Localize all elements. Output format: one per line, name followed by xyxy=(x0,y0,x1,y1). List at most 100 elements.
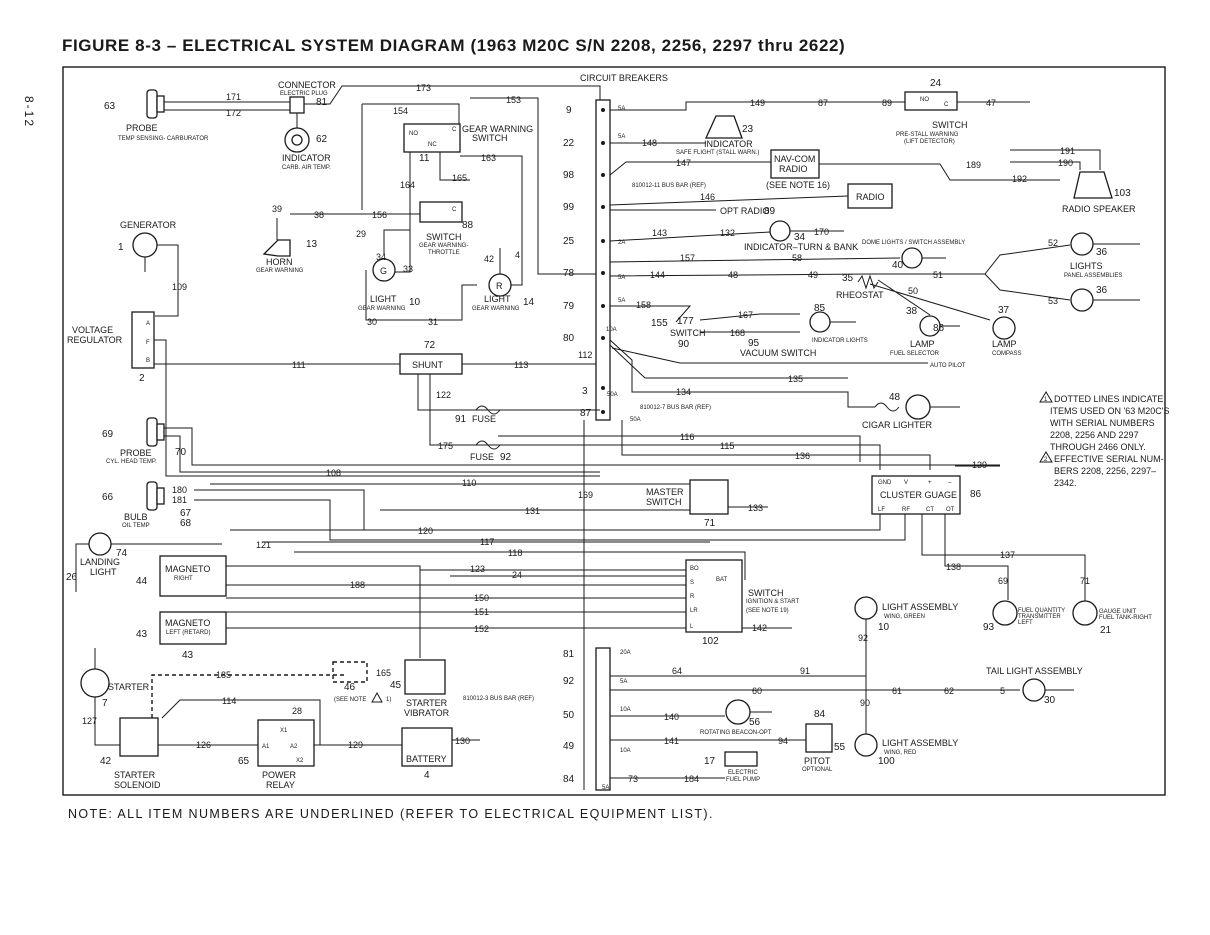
breaker-99[interactable]: 99 xyxy=(563,202,605,213)
vacuum-switch[interactable]: 95 VACUUM SWITCH xyxy=(740,338,816,358)
wire-115: 115 xyxy=(720,441,734,451)
wire-189: 189 xyxy=(966,160,981,170)
svg-text:ROTATING BEACON-OPT: ROTATING BEACON-OPT xyxy=(700,730,772,736)
wire-185: 185 xyxy=(216,670,231,680)
svg-text:SWITCH: SWITCH xyxy=(426,232,462,242)
wire-140: 140 xyxy=(664,712,679,722)
svg-text:177: 177 xyxy=(677,316,694,327)
gear-warning-switch[interactable]: NO NC C 11 GEAR WARNING SWITCH xyxy=(403,123,533,164)
svg-text:1): 1) xyxy=(386,697,391,703)
svg-text:+: + xyxy=(928,480,932,486)
svg-text:LIGHT: LIGHT xyxy=(484,294,511,304)
wire-58: 58 xyxy=(792,253,802,263)
svg-text:BO: BO xyxy=(690,566,699,572)
svg-text:50: 50 xyxy=(563,710,575,721)
svg-text:88: 88 xyxy=(462,220,474,231)
svg-text:DOTTED LINES INDICATE: DOTTED LINES INDICATE xyxy=(1054,394,1163,404)
breaker-50[interactable]: 50 10A xyxy=(563,707,631,721)
svg-text:21: 21 xyxy=(1100,625,1112,636)
bulb-oil-temp: 66 BULB OIL TEMP 67 68 xyxy=(102,481,192,529)
nav-com-radio[interactable]: NAV-COM RADIO (SEE NOTE 16) xyxy=(766,149,830,190)
svg-text:A2: A2 xyxy=(290,744,298,750)
radio-speaker: 103 RADIO SPEAKER xyxy=(1062,171,1136,214)
wire-132: 132 xyxy=(720,228,735,238)
svg-text:TEMP SENSING- CARBURATOR: TEMP SENSING- CARBURATOR xyxy=(118,136,209,142)
svg-text:F: F xyxy=(146,340,150,346)
svg-text:10A: 10A xyxy=(606,327,617,333)
svg-text:FUEL SELECTOR: FUEL SELECTOR xyxy=(890,351,940,357)
svg-text:CLUSTER GUAGE: CLUSTER GUAGE xyxy=(880,490,957,500)
wire-64: 64 xyxy=(672,666,682,676)
cigar-lighter[interactable]: 48 CIGAR LIGHTER xyxy=(862,392,960,430)
svg-text:55: 55 xyxy=(834,742,846,753)
prestall-switch[interactable]: 24 NO C SWITCH PRE-STALL WARNING (LIFT D… xyxy=(896,78,968,145)
ignition-switch[interactable]: BO S R LR L BAT SWITCH IGNITION & START … xyxy=(685,559,799,647)
svg-text:R: R xyxy=(690,594,695,600)
svg-text:72: 72 xyxy=(424,340,436,351)
switch-throttle[interactable]: C 88 SWITCH GEAR WARNING- THROTTLE xyxy=(419,201,474,256)
svg-text:48: 48 xyxy=(889,392,901,403)
wire-158: 158 xyxy=(636,300,651,310)
wire-167: 167 xyxy=(738,310,753,320)
switch-90[interactable]: 155 177 SWITCH 90 xyxy=(651,316,706,350)
wire-52: 52 xyxy=(1048,238,1058,248)
svg-text:SHUNT: SHUNT xyxy=(412,360,444,370)
svg-text:69: 69 xyxy=(102,429,114,440)
svg-text:B: B xyxy=(146,358,150,364)
wire-91: 91 xyxy=(800,666,810,676)
dome-lights[interactable]: 40 xyxy=(892,247,946,271)
svg-text:NAV-COM: NAV-COM xyxy=(774,154,815,164)
svg-text:5A: 5A xyxy=(618,275,625,281)
wire-127: 127 xyxy=(82,716,97,726)
svg-text:NO: NO xyxy=(920,97,929,103)
breaker-98[interactable]: 98 xyxy=(563,170,605,181)
landing-light[interactable]: 74 LANDING LIGHT 26 xyxy=(66,532,128,583)
svg-text:GEAR WARNING: GEAR WARNING xyxy=(472,306,520,312)
svg-text:23: 23 xyxy=(742,124,754,135)
lamp-fuel-selector: 38 86 LAMP FUEL SELECTOR xyxy=(890,306,960,357)
rheostat[interactable]: 35 RHEOSTAT xyxy=(836,273,884,300)
note-dotted-lines: 1 DOTTED LINES INDICATE ITEMS USED ON '6… xyxy=(1039,391,1169,452)
svg-text:93: 93 xyxy=(983,622,995,633)
gear-light-red: R LIGHT GEAR WARNING 14 xyxy=(472,273,535,312)
svg-text:92: 92 xyxy=(563,676,575,687)
svg-text:79: 79 xyxy=(563,301,575,312)
svg-text:49: 49 xyxy=(563,741,575,752)
magneto-right: MAGNETO RIGHT 44 xyxy=(136,555,227,597)
svg-text:9: 9 xyxy=(566,105,572,116)
wire-89: 89 xyxy=(882,98,892,108)
svg-text:LANDING: LANDING xyxy=(80,557,120,567)
svg-text:RADIO SPEAKER: RADIO SPEAKER xyxy=(1062,204,1136,214)
wire-133: 133 xyxy=(748,503,763,513)
radio[interactable]: RADIO xyxy=(847,183,893,209)
svg-text:RADIO: RADIO xyxy=(779,164,808,174)
wire-147: 147 xyxy=(676,158,691,168)
wire-151: 151 xyxy=(474,607,489,617)
svg-text:84: 84 xyxy=(814,709,826,720)
wire-153: 153 xyxy=(506,95,521,105)
wire-69: 69 xyxy=(998,576,1008,586)
svg-text:LIGHT ASSEMBLY: LIGHT ASSEMBLY xyxy=(882,602,958,612)
svg-text:10A: 10A xyxy=(620,707,631,713)
svg-text:86: 86 xyxy=(933,323,945,334)
svg-text:PROBE: PROBE xyxy=(126,123,158,133)
svg-text:ITEMS USED ON '63 M20C'S: ITEMS USED ON '63 M20C'S xyxy=(1050,406,1169,416)
svg-text:5A: 5A xyxy=(618,134,625,140)
svg-text:FUEL TANK-RIGHT: FUEL TANK-RIGHT xyxy=(1099,615,1152,621)
master-switch[interactable]: MASTER SWITCH 71 xyxy=(646,479,729,529)
svg-text:SOLENOID: SOLENOID xyxy=(114,780,161,790)
wire-146: 146 xyxy=(700,192,715,202)
svg-text:OPTIONAL: OPTIONAL xyxy=(802,767,833,773)
